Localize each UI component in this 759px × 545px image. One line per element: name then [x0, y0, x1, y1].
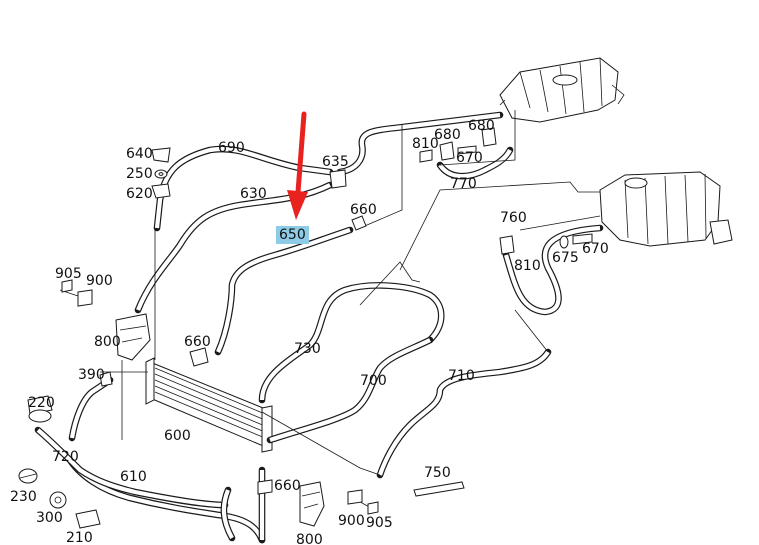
label-390: 390 [78, 367, 105, 383]
label-750: 750 [424, 465, 451, 481]
label-670: 670 [456, 150, 483, 166]
hoses [34, 111, 604, 544]
label-810: 810 [514, 258, 541, 274]
label-675: 675 [552, 250, 579, 266]
label-650-highlighted: 650 [276, 226, 309, 244]
label-800: 800 [94, 334, 121, 350]
label-810: 810 [412, 136, 439, 152]
label-760: 760 [500, 210, 527, 226]
label-800: 800 [296, 532, 323, 545]
oil-cooler-600 [145, 357, 273, 453]
cylinder-head-lower [599, 171, 733, 247]
label-680: 680 [434, 127, 461, 143]
label-680: 680 [468, 118, 495, 134]
label-210: 210 [66, 530, 93, 545]
label-670: 670 [582, 241, 609, 257]
label-640: 640 [126, 146, 153, 162]
label-660: 660 [184, 334, 211, 350]
label-300: 300 [36, 510, 63, 526]
cylinder-head-upper [499, 57, 625, 123]
label-905: 905 [55, 266, 82, 282]
label-230: 230 [10, 489, 37, 505]
leader-lines [59, 110, 601, 513]
label-770: 770 [450, 176, 477, 192]
label-635: 635 [322, 154, 349, 170]
label-250: 250 [126, 166, 153, 182]
label-600: 600 [164, 428, 191, 444]
label-660: 660 [274, 478, 301, 494]
label-900: 900 [338, 513, 365, 529]
label-660: 660 [350, 202, 377, 218]
label-220: 220 [28, 395, 55, 411]
label-610: 610 [120, 469, 147, 485]
label-720: 720 [52, 449, 79, 465]
label-900: 900 [86, 273, 113, 289]
label-700: 700 [360, 373, 387, 389]
label-710: 710 [448, 368, 475, 384]
label-730: 730 [294, 341, 321, 357]
label-630: 630 [240, 186, 267, 202]
small-parts [18, 127, 593, 529]
label-905: 905 [366, 515, 393, 531]
pointer-arrow [287, 111, 308, 220]
label-690: 690 [218, 140, 245, 156]
label-620: 620 [126, 186, 153, 202]
